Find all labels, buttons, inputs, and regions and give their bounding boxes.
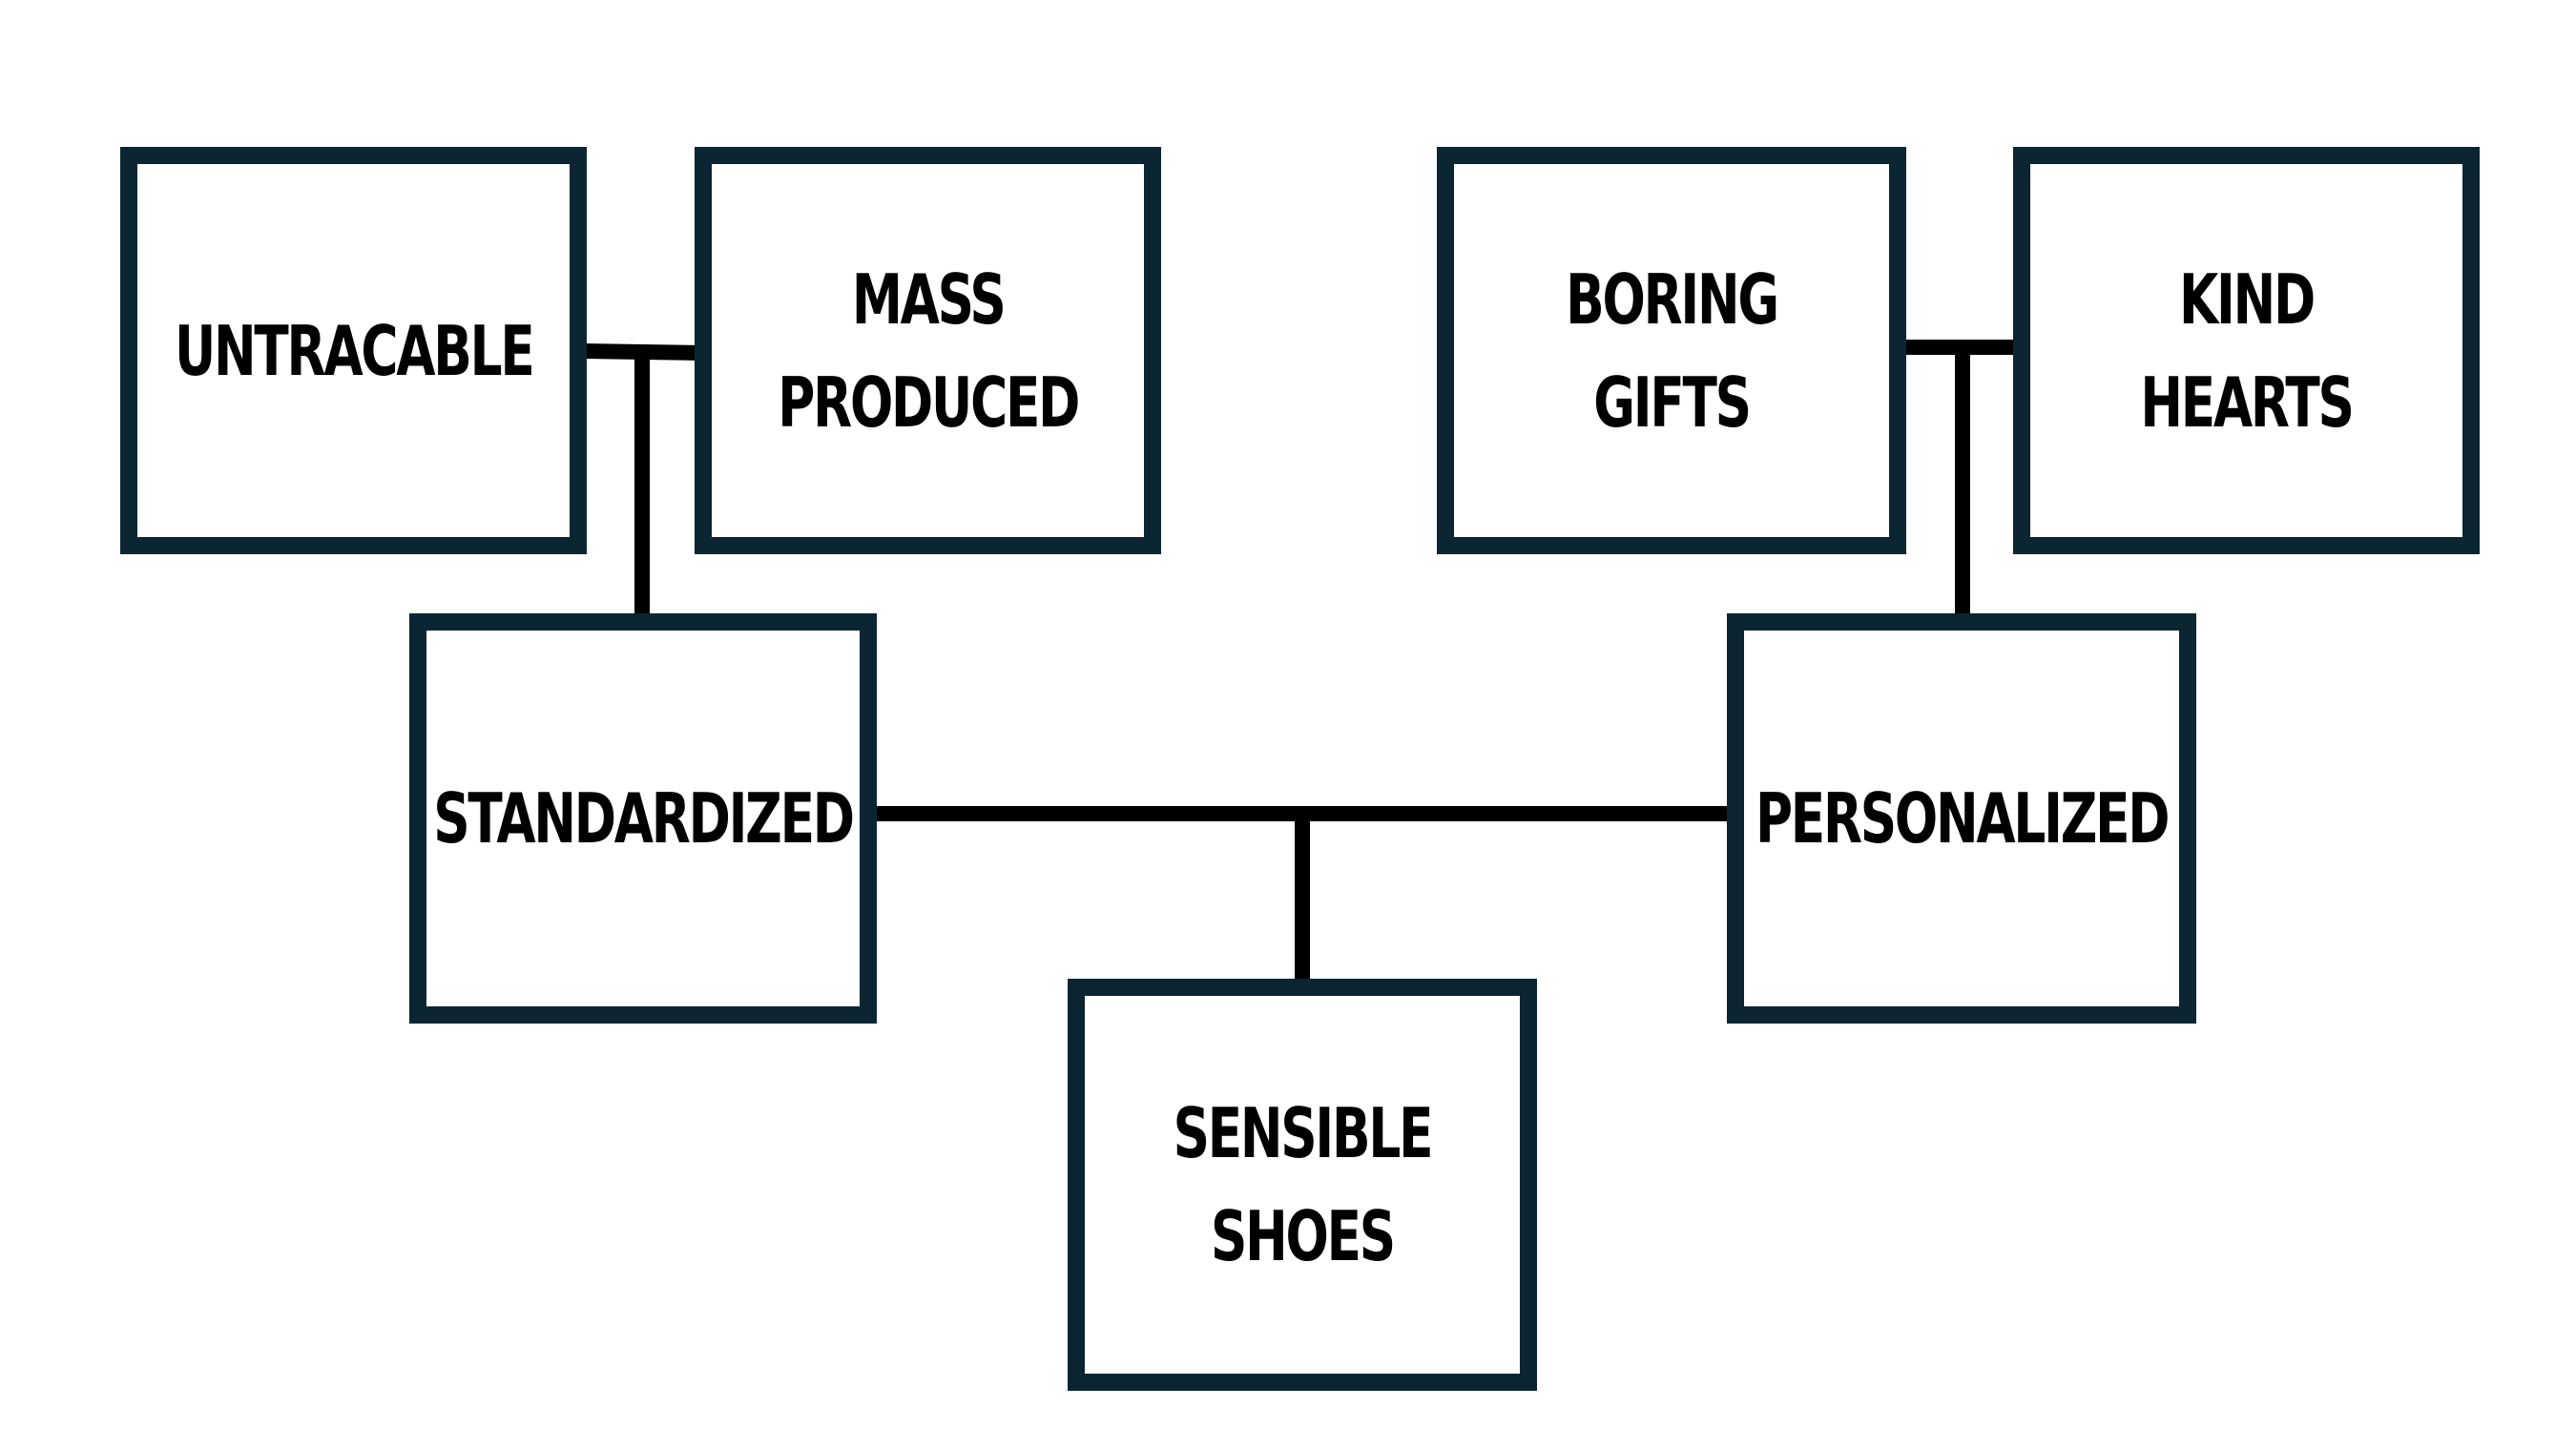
node-kind-hearts: KIND HEARTS <box>2013 147 2480 554</box>
node-label: PERSONALIZED <box>1755 778 2171 859</box>
node-label: KIND HEARTS <box>2140 259 2354 443</box>
node-personalized: PERSONALIZED <box>1727 613 2196 1024</box>
node-label: BORING GIFTS <box>1566 259 1779 443</box>
node-untracable: UNTRACABLE <box>120 147 587 554</box>
node-label: MASS PRODUCED <box>778 259 1080 443</box>
node-boring-gifts: BORING GIFTS <box>1437 147 1906 554</box>
node-label: SENSIBLE SHOES <box>1173 1093 1434 1276</box>
node-label: UNTRACABLE <box>174 310 535 391</box>
node-mass-produced: MASS PRODUCED <box>695 147 1161 554</box>
node-sensible-shoes: SENSIBLE SHOES <box>1068 979 1537 1391</box>
node-label: STANDARDIZED <box>433 778 855 859</box>
node-standardized: STANDARDIZED <box>409 613 877 1024</box>
